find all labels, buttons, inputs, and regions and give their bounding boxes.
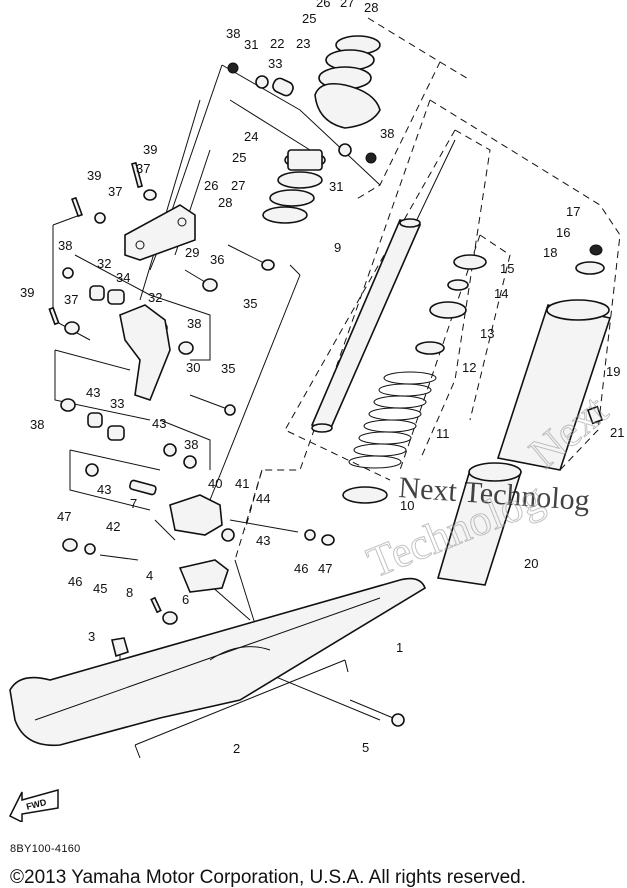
callout-43c: 43	[97, 482, 111, 497]
callout-43a: 43	[86, 385, 100, 400]
ski-hardware	[111, 559, 229, 658]
callout-21: 21	[610, 425, 624, 440]
callout-10: 10	[400, 498, 414, 513]
callout-31a: 31	[244, 37, 258, 52]
outer-tubes	[436, 244, 612, 586]
callout-38d: 38	[187, 316, 201, 331]
callout-38a: 38	[226, 26, 240, 41]
callout-20: 20	[524, 556, 538, 571]
callout-33b: 33	[110, 396, 124, 411]
callout-1: 1	[396, 640, 403, 655]
callout-47a: 47	[57, 509, 71, 524]
callout-38b: 38	[380, 126, 394, 141]
callout-38f: 38	[184, 437, 198, 452]
callout-32b: 32	[148, 290, 162, 305]
callout-43b: 43	[152, 416, 166, 431]
callout-13: 13	[480, 326, 494, 341]
callout-3: 3	[88, 629, 95, 644]
callout-7: 7	[130, 496, 137, 511]
callout-29: 29	[185, 245, 199, 260]
callout-38e: 38	[30, 417, 44, 432]
callout-24: 24	[244, 129, 258, 144]
callout-37c: 37	[64, 292, 78, 307]
callout-39c: 39	[20, 285, 34, 300]
steering-knuckle	[62, 494, 335, 561]
copyright-notice: ©2013 Yamaha Motor Corporation, U.S.A. A…	[10, 867, 526, 888]
callout-36: 36	[210, 252, 224, 267]
callout-46a: 46	[68, 574, 82, 589]
callout-19: 19	[606, 364, 620, 379]
callout-15: 15	[500, 261, 514, 276]
callout-37b: 37	[136, 161, 150, 176]
upper-bracket	[71, 161, 275, 292]
callout-38c: 38	[58, 238, 72, 253]
ski	[9, 577, 426, 759]
callout-5: 5	[362, 740, 369, 755]
callout-27b: 27	[231, 178, 245, 193]
callout-32a: 32	[97, 256, 111, 271]
callout-16: 16	[556, 225, 570, 240]
callout-46b: 46	[294, 561, 308, 576]
callout-47b: 47	[318, 561, 332, 576]
callout-18: 18	[543, 245, 557, 260]
callout-39a: 39	[143, 142, 157, 157]
callout-17: 17	[566, 204, 580, 219]
callout-33a: 33	[268, 56, 282, 71]
callout-44: 44	[256, 491, 270, 506]
lower-bushings	[60, 398, 197, 496]
callout-43d: 43	[256, 533, 270, 548]
lower-arm	[119, 304, 236, 416]
callout-31b: 31	[329, 179, 343, 194]
callout-14: 14	[494, 286, 508, 301]
callout-34: 34	[116, 270, 130, 285]
callout-35b: 35	[221, 361, 235, 376]
callout-23: 23	[296, 36, 310, 51]
forward-label: FWD	[25, 797, 48, 812]
callout-27a: 27	[340, 0, 354, 10]
callout-30: 30	[186, 360, 200, 375]
callout-45: 45	[93, 581, 107, 596]
diagram-code: 8BY100-4160	[10, 843, 81, 855]
callout-40: 40	[208, 476, 222, 491]
top-mount-parts	[227, 62, 377, 164]
callout-22: 22	[270, 36, 284, 51]
callout-42: 42	[106, 519, 120, 534]
callout-41: 41	[235, 476, 249, 491]
callout-39b: 39	[87, 168, 101, 183]
callout-2: 2	[233, 741, 240, 756]
callout-37a: 37	[108, 184, 122, 199]
callout-28a: 28	[364, 0, 378, 15]
callout-26a: 26	[316, 0, 330, 10]
callout-4: 4	[146, 568, 153, 583]
callout-8: 8	[126, 585, 133, 600]
callout-35a: 35	[243, 296, 257, 311]
callout-11: 11	[436, 426, 450, 441]
callout-12: 12	[462, 360, 476, 375]
callout-25b: 25	[232, 150, 246, 165]
shock-absorber	[310, 139, 487, 504]
callout-26b: 26	[204, 178, 218, 193]
callout-9: 9	[334, 240, 341, 255]
forward-arrow-icon: FWD	[8, 786, 64, 827]
upper-collar-assembly	[262, 35, 381, 224]
spring-coils	[348, 371, 437, 469]
callout-25a: 25	[302, 11, 316, 26]
callout-6: 6	[182, 592, 189, 607]
part-callouts: 1 2 3 4 5 6 7 8 9 10 11 12 13 14 15 16 1…	[20, 0, 624, 756]
callout-28b: 28	[218, 195, 232, 210]
